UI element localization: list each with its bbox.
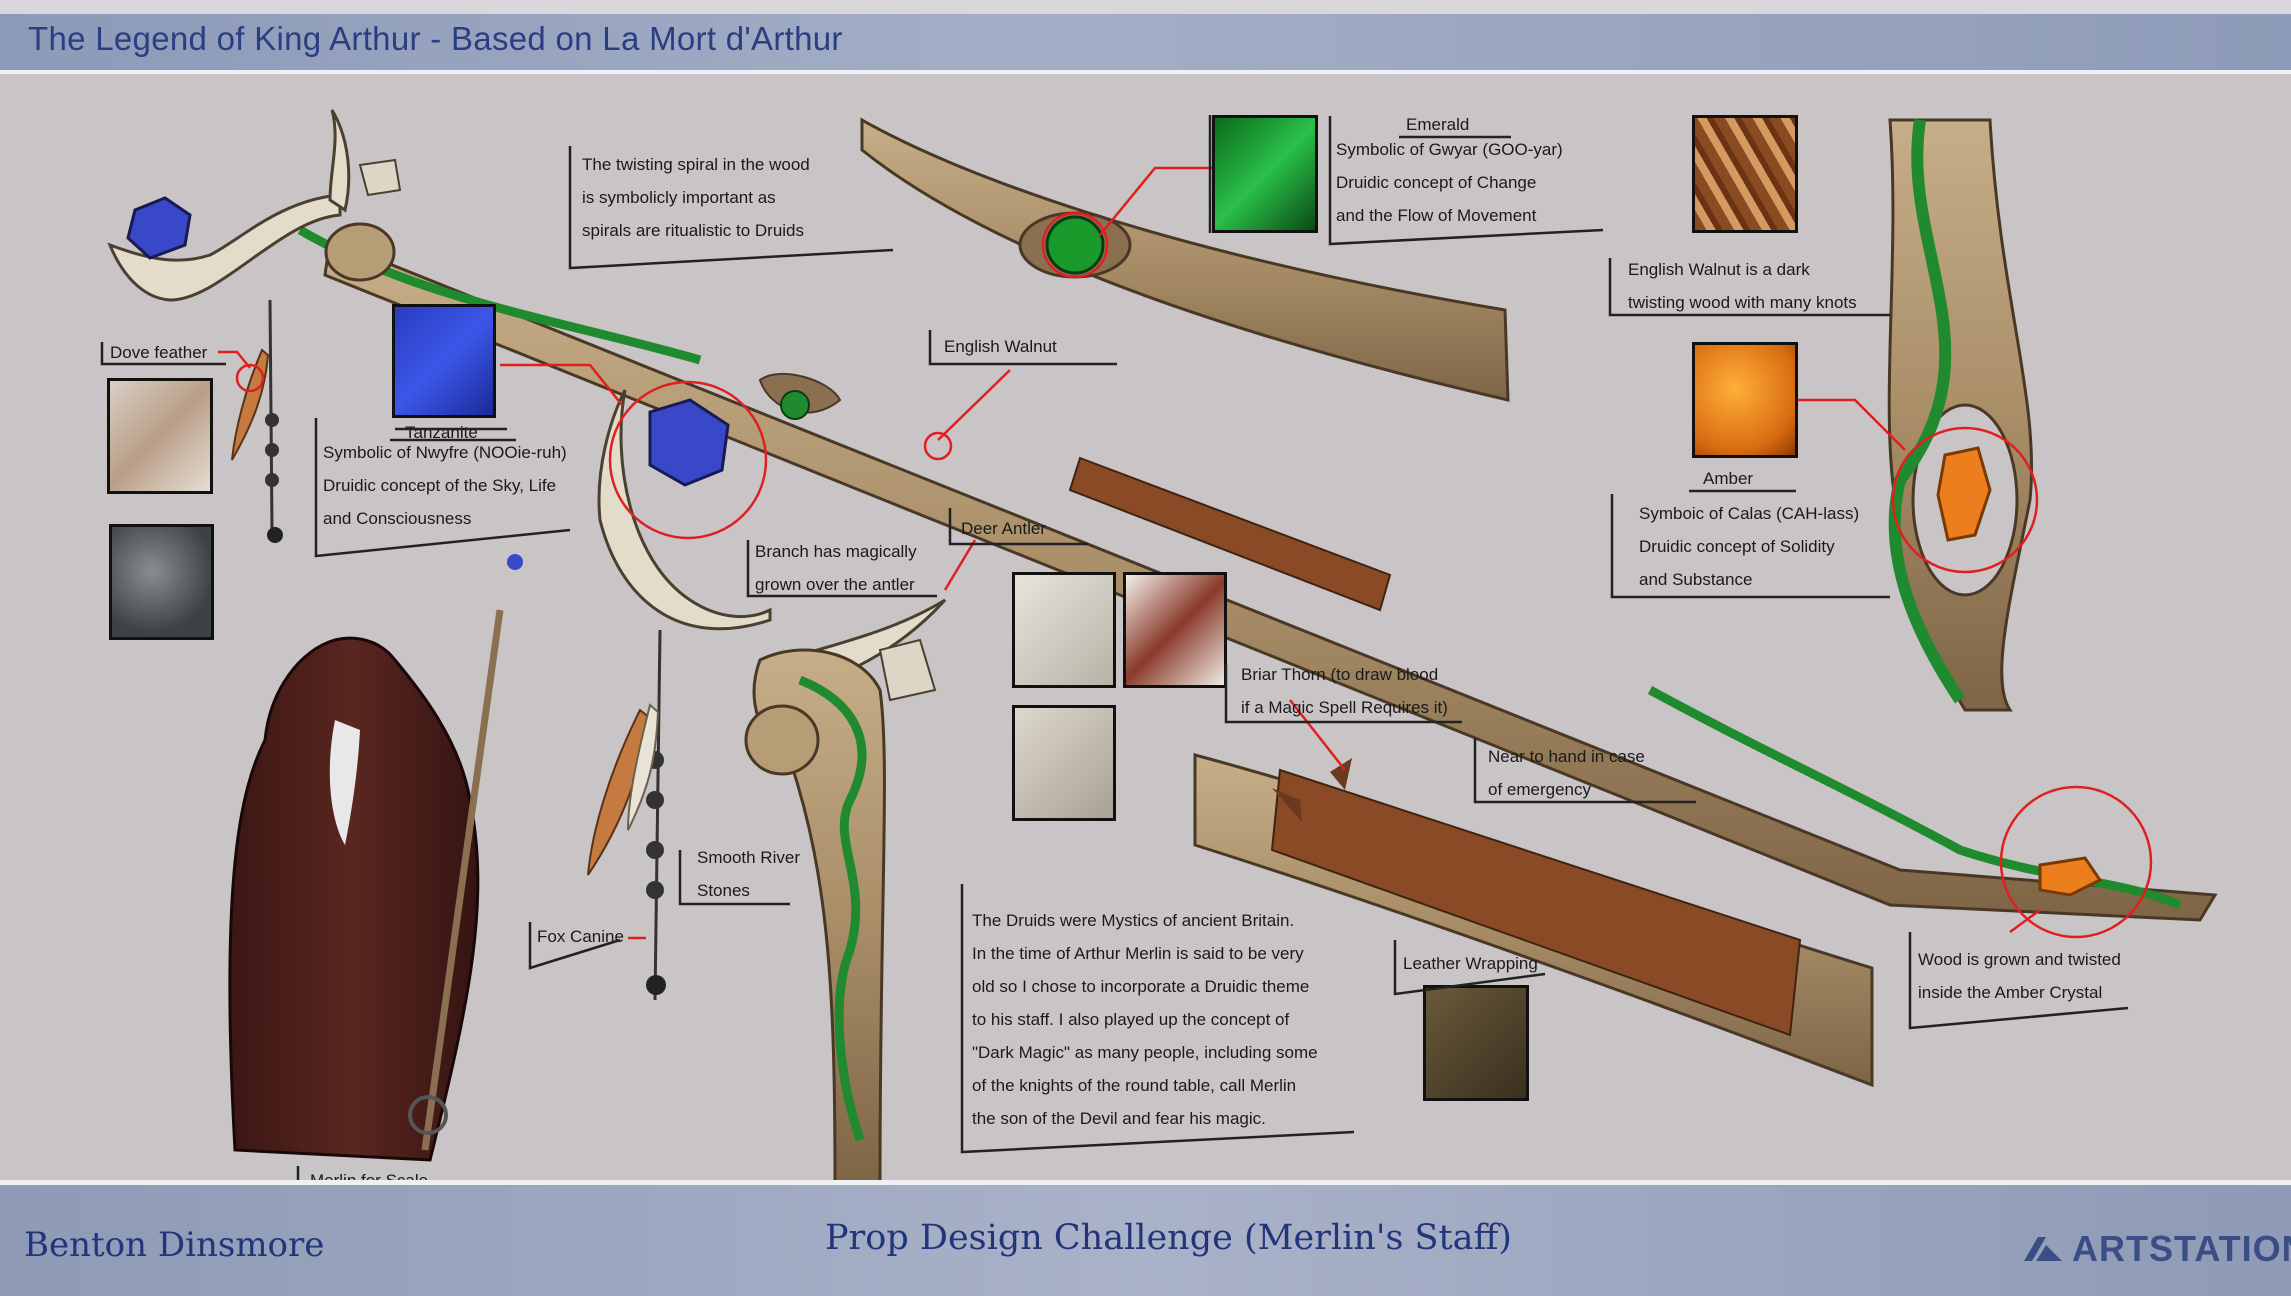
emerald-swatch — [1212, 115, 1318, 233]
leather-swatch — [1423, 985, 1529, 1101]
thorn-swatch — [1123, 572, 1227, 688]
header-bar — [0, 14, 2291, 70]
amber-swatch — [1692, 342, 1798, 458]
tanzanite-swatch — [392, 304, 496, 418]
artstation-icon — [2024, 1237, 2062, 1261]
label-tanzanite: Symbolic of Nwyfre (NOOie-ruh)Druidic co… — [323, 443, 567, 528]
label-amber-name: Amber — [1703, 469, 1754, 488]
antler-swatch — [1012, 572, 1116, 688]
label-emerald: Symbolic of Gwyar (GOO-yar)Druidic conce… — [1336, 140, 1563, 225]
page-title: The Legend of King Arthur - Based on La … — [28, 20, 843, 57]
stones-swatch — [109, 524, 214, 640]
middle-antler — [597, 389, 772, 631]
label-fox-canine: Fox Canine — [537, 927, 624, 946]
label-deer-antler: Deer Antler — [961, 519, 1047, 538]
emerald-segment — [860, 117, 1510, 402]
label-dove-feather: Dove feather — [110, 343, 208, 362]
main-staff — [323, 237, 2218, 922]
antler-head — [107, 193, 342, 302]
label-english-walnut: English Walnut — [944, 337, 1057, 356]
antler-texture-swatch — [1012, 705, 1116, 821]
label-leather-wrapping: Leather Wrapping — [1403, 954, 1538, 973]
label-amber: Symboic of Calas (CAH-lass)Druidic conce… — [1639, 504, 1860, 589]
footer-divider — [0, 1180, 2291, 1185]
label-druids: The Druids were Mystics of ancient Brita… — [972, 911, 1318, 1128]
footer-bar — [0, 1185, 2291, 1296]
feather-swatch — [107, 378, 213, 494]
artstation-wordmark: ARTSTATION — [2072, 1228, 2291, 1269]
challenge-title: Prop Design Challenge (Merlin's Staff) — [825, 1218, 1512, 1258]
artstation-logo: ARTSTATION — [2020, 1228, 2291, 1270]
author-name: Benton Dinsmore — [24, 1225, 325, 1265]
merlin-figure — [228, 636, 480, 1162]
leather-band-main — [1068, 456, 1392, 612]
walnut-swatch — [1692, 115, 1798, 233]
top-strip — [0, 0, 2291, 14]
header-divider — [0, 70, 2291, 74]
